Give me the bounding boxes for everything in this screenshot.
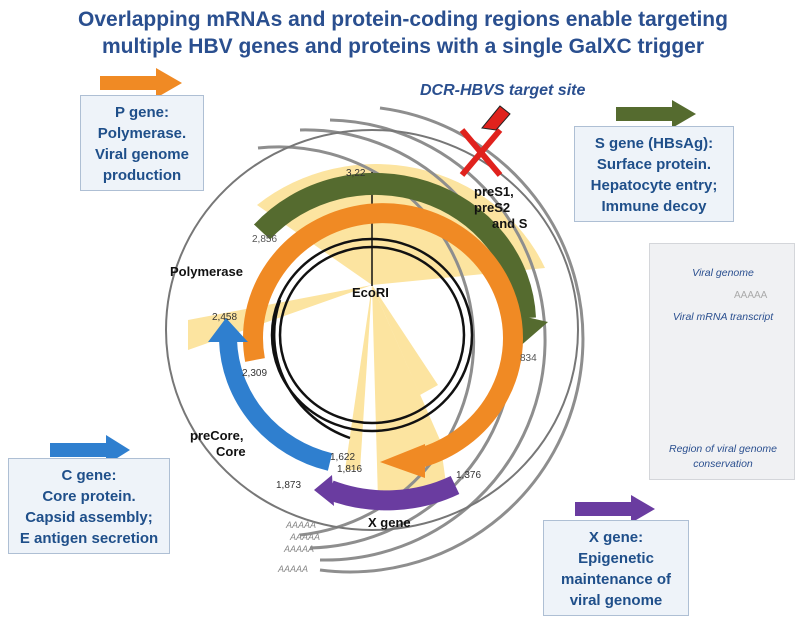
- pos-3221: 3,22: [346, 168, 366, 179]
- s-gene-band: [253, 172, 536, 319]
- pos-2856: 2,856: [252, 234, 277, 245]
- pos-2458: 2,458: [212, 312, 237, 323]
- label-ecori: EcoRI: [352, 285, 389, 300]
- polymerase-arrowhead: [380, 444, 425, 478]
- title-line-2: multiple HBV genes and proteins with a s…: [101, 35, 705, 58]
- conservation-wedge-right: [372, 285, 438, 395]
- svg-text:AAAAA: AAAAA: [285, 520, 316, 530]
- target-site-label: DCR-HBVS target site: [420, 82, 586, 99]
- p-gene-title: P gene:: [115, 104, 169, 121]
- s-gene-arrow: [616, 100, 696, 128]
- pos-1622: 1,622: [330, 452, 355, 463]
- p-gene-line2: Viral genome: [95, 146, 189, 163]
- legend-mrna-label: Viral mRNA transcript: [672, 311, 774, 323]
- c-gene-line2: Capsid assembly;: [25, 509, 153, 526]
- legend-mrna-tail: AAAAA: [734, 290, 768, 301]
- label-precore: preCore,: [190, 428, 243, 443]
- pos-1873: 1,873: [276, 480, 301, 491]
- x-gene-box: X gene: Epigenetic maintenance of viral …: [543, 520, 689, 616]
- target-site-marker: [459, 105, 511, 177]
- figure-title: Overlapping mRNAs and protein-coding reg…: [0, 6, 806, 60]
- x-gene-arrow: [575, 495, 655, 523]
- c-gene-line3: E antigen secretion: [19, 530, 159, 547]
- s-gene-line2: Hepatocyte entry;: [590, 177, 718, 194]
- s-gene-title: S gene (HBsAg):: [594, 135, 714, 152]
- p-gene-box: P gene: Polymerase. Viral genome product…: [80, 95, 204, 191]
- conservation-wedge-small: [345, 285, 372, 470]
- pos-2309: 2,309: [242, 368, 267, 379]
- label-x-gene: X gene: [368, 515, 411, 530]
- legend-panel: Viral genome AAAAA Viral mRNA transcript…: [649, 243, 795, 480]
- x-gene-line2: maintenance of: [560, 571, 672, 588]
- legend-region-label-2: conservation: [693, 458, 753, 470]
- label-pres2: preS2: [474, 200, 510, 215]
- x-gene-arrowhead: [314, 475, 334, 506]
- p-gene-line1: Polymerase.: [97, 125, 187, 142]
- label-pres1: preS1,: [474, 184, 514, 199]
- c-gene-title: C gene:: [61, 467, 117, 484]
- legend-region-label-1: Region of viral genome: [669, 443, 777, 455]
- svg-text:AAAAA: AAAAA: [277, 564, 308, 574]
- s-gene-line1: Surface protein.: [596, 156, 712, 173]
- x-gene-title: X gene:: [588, 529, 644, 546]
- viral-genome-outer-circle: [165, 129, 579, 531]
- svg-text:AAAAA: AAAAA: [289, 532, 320, 542]
- label-core: Core: [216, 444, 246, 459]
- label-polymerase: Polymerase: [170, 264, 243, 279]
- x-gene-band: [326, 475, 460, 511]
- p-gene-arrow: [100, 68, 182, 98]
- s-gene-box: S gene (HBsAg): Surface protein. Hepatoc…: [574, 126, 734, 222]
- c-gene-arrow: [50, 435, 130, 465]
- label-s: and S: [492, 216, 528, 231]
- legend-genome-label: Viral genome: [692, 267, 754, 279]
- s-gene-line3: Immune decoy: [601, 198, 707, 215]
- title-line-1: Overlapping mRNAs and protein-coding reg…: [78, 8, 728, 31]
- x-gene-line3: viral genome: [569, 592, 663, 609]
- pos-834: 834: [520, 353, 537, 364]
- polymerase-band: [243, 203, 523, 468]
- p-gene-line3: production: [102, 167, 182, 184]
- polya-tails: AAAAA AAAAA AAAAA AAAAA: [277, 520, 320, 574]
- core-arrowhead: [208, 318, 248, 342]
- c-gene-line1: Core protein.: [42, 488, 136, 505]
- pos-1376: 1,376: [456, 470, 481, 481]
- x-gene-line1: Epigenetic: [578, 550, 654, 567]
- c-gene-box: C gene: Core protein. Capsid assembly; E…: [8, 458, 170, 554]
- pos-1816: 1,816: [337, 464, 362, 475]
- core-band: [219, 339, 333, 471]
- svg-text:AAAAA: AAAAA: [283, 544, 314, 554]
